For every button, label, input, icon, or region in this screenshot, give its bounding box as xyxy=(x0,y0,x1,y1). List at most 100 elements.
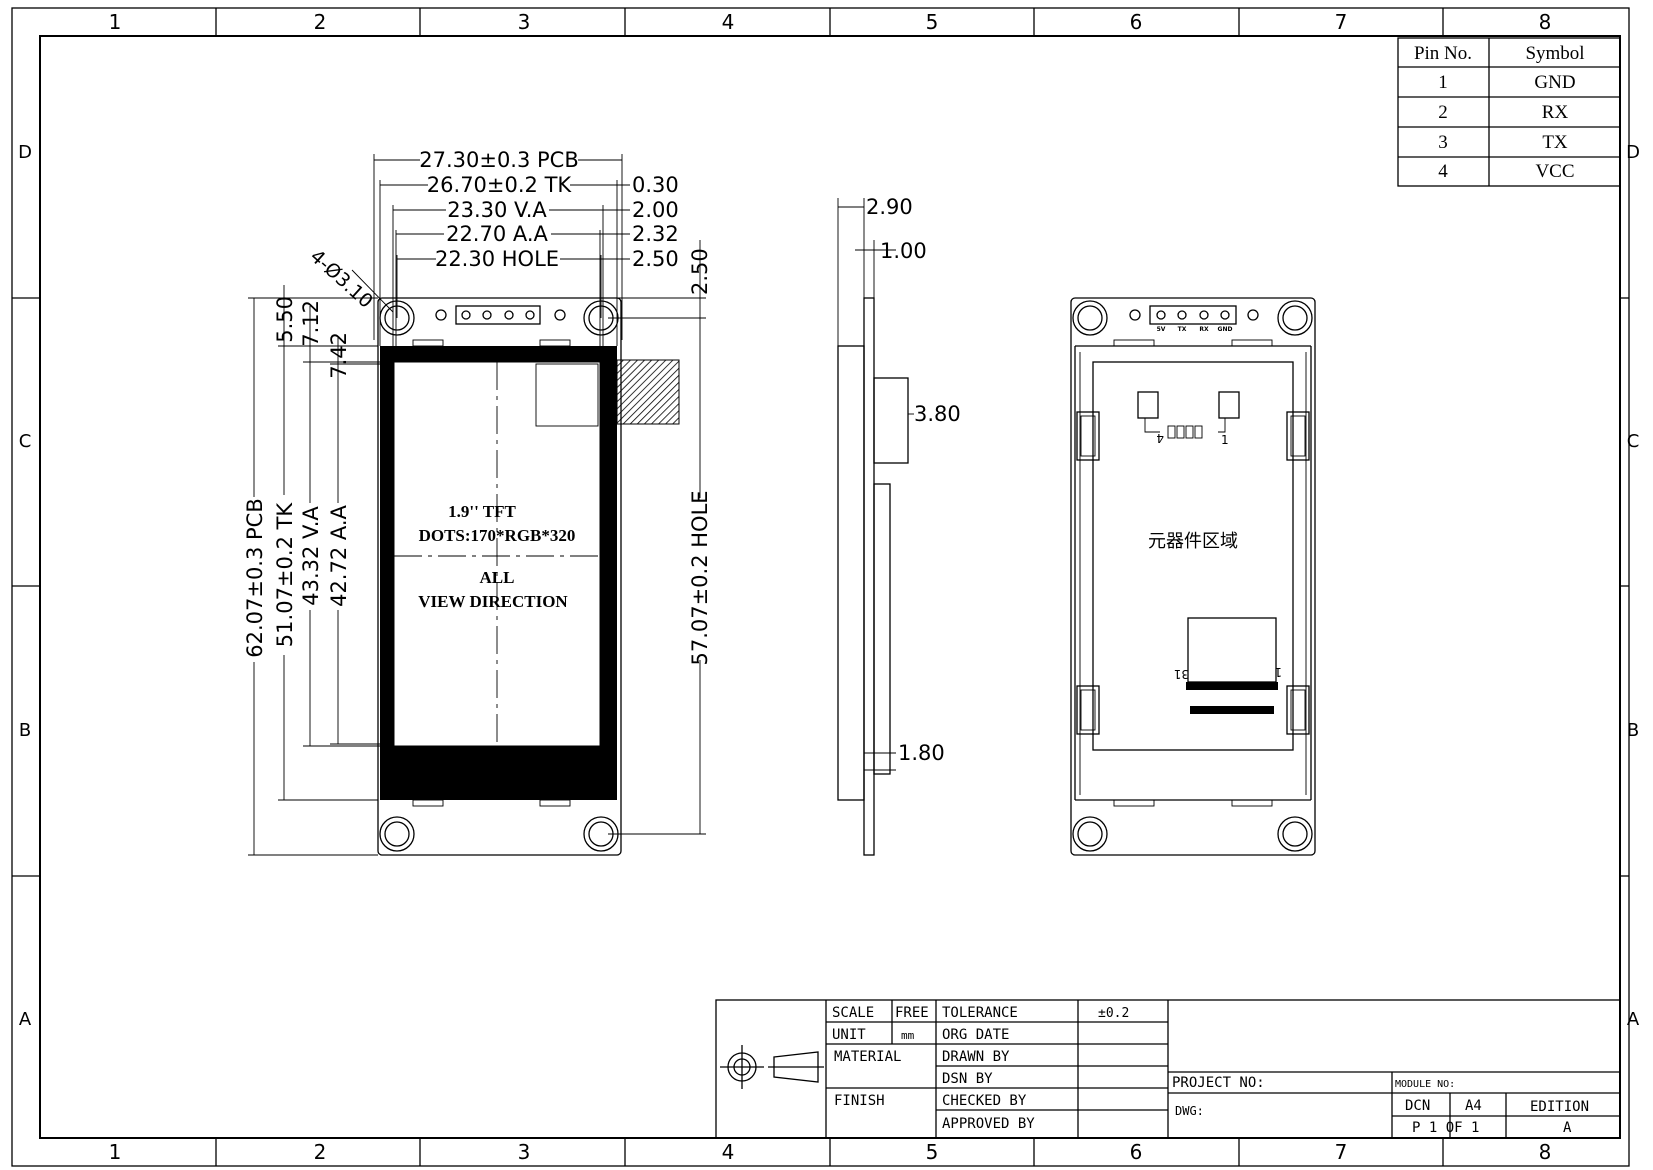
col-label-2: 2 xyxy=(314,10,327,34)
col-label-7: 7 xyxy=(1335,10,1348,34)
dim-offset-7-42: 7.42 xyxy=(327,332,351,379)
tb-module-no-label: MODULE NO: xyxy=(1395,1079,1455,1090)
fpc-connector xyxy=(1187,617,1277,683)
side-view: 2.90 1.00 3.80 1.80 xyxy=(837,195,961,856)
tb-unit-label: UNIT xyxy=(832,1027,866,1043)
fpc-pin-1: 1 xyxy=(1274,665,1282,679)
tb-tolerance-value: ±0.2 xyxy=(1098,1006,1129,1021)
dim-aa-width: 22.70 A.A xyxy=(446,222,548,246)
dim-side-2-90: 2.90 xyxy=(866,195,913,219)
tb-material-label: MATERIAL xyxy=(834,1049,901,1065)
back-pin-label: GND xyxy=(1218,326,1233,333)
dim-offset-7-12: 7.12 xyxy=(299,300,323,347)
col-label-4: 4 xyxy=(722,10,735,34)
component-area-outline xyxy=(1092,361,1294,751)
dim-right-vertical-top: 2.50 xyxy=(688,248,712,295)
row-label-a-right: A xyxy=(1627,1009,1640,1030)
screen-dots: DOTS:170*RGB*320 xyxy=(419,526,576,545)
title-block: SCALE FREE UNIT mm MATERIAL FINISH TOLER… xyxy=(715,999,1621,1139)
side-pcb xyxy=(863,297,875,856)
col-label-4-bottom: 4 xyxy=(722,1140,735,1164)
side-component xyxy=(873,483,891,775)
dim-aa-height: 42.72 A.A xyxy=(327,504,351,606)
tb-dwg-label: DWG: xyxy=(1175,1104,1204,1118)
row-label-d-right: D xyxy=(1626,142,1640,163)
dim-side-3-80: 3.80 xyxy=(914,402,961,426)
tb-dcn-label: DCN xyxy=(1405,1098,1430,1114)
row-label-b: B xyxy=(19,720,31,741)
dim-right-0-30: 0.30 xyxy=(632,173,679,197)
fpc-contacts xyxy=(1186,682,1278,714)
tb-unit-value: mm xyxy=(901,1029,915,1042)
row-label-d: D xyxy=(18,142,32,163)
row-label-b-right: B xyxy=(1627,720,1639,741)
col-label-6: 6 xyxy=(1130,10,1143,34)
dim-right-vertical-hole: 57.07±0.2 HOLE xyxy=(688,490,712,665)
col-label-5: 5 xyxy=(926,10,939,34)
col-label-3: 3 xyxy=(518,10,531,34)
row-label-c-right: C xyxy=(1627,431,1640,452)
row-label-a: A xyxy=(19,1009,32,1030)
symbol-cell: GND xyxy=(1534,72,1575,93)
dim-va-height: 43.32 V.A xyxy=(299,506,323,606)
screen-view-1: ALL xyxy=(480,568,515,587)
dim-side-1-00: 1.00 xyxy=(880,239,927,263)
tb-checked-by-label: CHECKED BY xyxy=(942,1093,1027,1109)
tb-edition-value: A xyxy=(1563,1120,1572,1136)
tb-scale-value: FREE xyxy=(895,1005,929,1021)
col-label-2-bottom: 2 xyxy=(314,1140,327,1164)
component-area-label: 元器件区域 xyxy=(1148,531,1238,552)
connector-pin-1: 1 xyxy=(1221,433,1229,447)
col-label-8: 8 xyxy=(1539,10,1552,34)
pin-table-header-symbol: Symbol xyxy=(1525,43,1584,64)
tb-dsn-by-label: DSN BY xyxy=(942,1071,993,1087)
col-label-3-bottom: 3 xyxy=(518,1140,531,1164)
tb-finish-label: FINISH xyxy=(834,1093,885,1109)
row-label-c: C xyxy=(19,431,32,452)
top-dimension-lines xyxy=(373,154,630,346)
tb-edition-label: EDITION xyxy=(1530,1099,1589,1115)
dim-tk-width: 26.70±0.2 TK xyxy=(427,173,573,197)
side-connector xyxy=(873,377,909,464)
pin-cell: 1 xyxy=(1438,72,1448,93)
front-view: 1.9'' TFT DOTS:170*RGB*320 ALL VIEW DIRE… xyxy=(243,148,712,856)
symbol-cell: TX xyxy=(1542,132,1568,153)
dim-pcb-height: 62.07±0.3 PCB xyxy=(243,498,267,658)
tb-org-date-label: ORG DATE xyxy=(942,1027,1009,1043)
dim-right-2-00: 2.00 xyxy=(632,198,679,222)
pin-cell: 4 xyxy=(1438,161,1448,182)
front-pcb-outline xyxy=(377,297,622,856)
connector-pin-4: 4 xyxy=(1156,431,1164,445)
back-header-connector xyxy=(1149,305,1237,325)
col-label-5-bottom: 5 xyxy=(926,1140,939,1164)
screen-title: 1.9'' TFT xyxy=(448,502,516,521)
col-label-1: 1 xyxy=(109,10,122,34)
tb-scale-label: SCALE xyxy=(832,1005,874,1021)
back-pin-label: TX xyxy=(1178,326,1187,333)
tb-drawn-by-label: DRAWN BY xyxy=(942,1049,1010,1065)
col-label-8-bottom: 8 xyxy=(1539,1140,1552,1164)
col-label-7-bottom: 7 xyxy=(1335,1140,1348,1164)
pin-table: Pin No. Symbol 1 GND 2 RX 3 TX 4 VCC xyxy=(1397,37,1621,187)
screen-view-2: VIEW DIRECTION xyxy=(418,592,568,611)
side-tft xyxy=(837,345,865,801)
back-view: 5V TX RX GND 4 1 元器件区域 31 xyxy=(1070,297,1316,856)
symbol-cell: RX xyxy=(1542,102,1569,123)
dim-tk-height: 51.07±0.2 TK xyxy=(273,502,297,648)
pin-cell: 2 xyxy=(1438,102,1448,123)
back-pcb-outline xyxy=(1070,297,1316,856)
dim-side-1-80: 1.80 xyxy=(898,741,945,765)
back-pin-label: RX xyxy=(1199,326,1209,333)
col-label-6-bottom: 6 xyxy=(1130,1140,1143,1164)
col-label-1-bottom: 1 xyxy=(109,1140,122,1164)
fpc-tail xyxy=(616,359,680,425)
projection-symbol-icon xyxy=(720,1045,824,1089)
front-header-connector xyxy=(455,305,541,325)
back-pin-label: 5V xyxy=(1157,326,1166,333)
pin-cell: 3 xyxy=(1438,132,1448,153)
dim-right-2-32: 2.32 xyxy=(632,222,679,246)
dim-va-width: 23.30 V.A xyxy=(447,198,547,222)
tb-approved-by-label: APPROVED BY xyxy=(942,1116,1035,1132)
dim-right-2-50: 2.50 xyxy=(632,247,679,271)
